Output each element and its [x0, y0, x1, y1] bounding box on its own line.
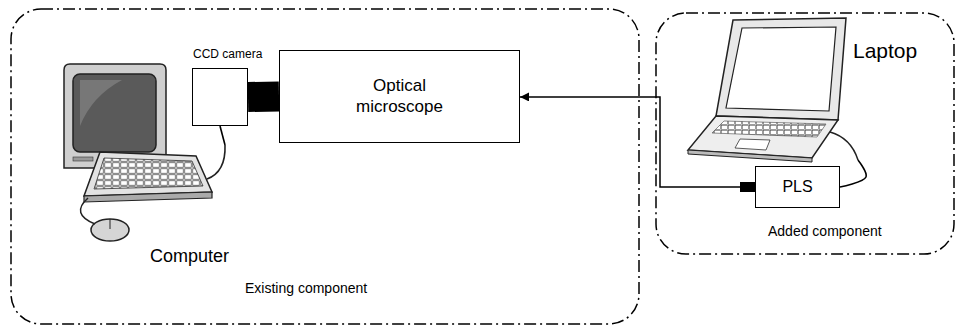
monitor-buttons — [73, 157, 93, 161]
node-label: CCD camera — [193, 47, 262, 61]
coupling-connector — [248, 82, 279, 113]
laptop-cable — [830, 132, 858, 160]
keyboard-front — [84, 192, 212, 202]
laptop-keys — [712, 121, 826, 137]
laptop-lid — [716, 18, 846, 120]
keyboard-keys — [94, 158, 203, 189]
mouse-cord — [80, 198, 95, 224]
laptop-front — [688, 150, 812, 162]
laptop-screen — [726, 27, 836, 111]
screen-glare — [80, 80, 122, 126]
camera-box: CCD camera — [192, 68, 248, 126]
monitor-screen — [73, 74, 156, 152]
laptop-node: Laptop — [685, 14, 930, 160]
cable-connector — [220, 126, 225, 145]
group-outline — [656, 13, 954, 254]
camera-cable — [207, 145, 225, 179]
laptop-touchpad — [735, 139, 770, 150]
group-region: Existing componentComputerCCD cameraOpti… — [10, 8, 640, 325]
node-label: Computer — [150, 246, 229, 268]
microscope-box: Optical microscope — [279, 50, 520, 143]
group-outline — [11, 9, 639, 324]
computer-node: Computer — [60, 145, 245, 270]
node-label: Added component — [768, 223, 882, 240]
node-label: Existing component — [245, 280, 367, 297]
node-label: Laptop — [853, 38, 917, 63]
keyboard-body — [84, 152, 212, 196]
laptop-icon — [688, 18, 858, 162]
group-region: Added component LaptopPLS — [655, 12, 955, 255]
pls-box: PLS — [755, 166, 840, 208]
cable-connector — [520, 97, 755, 187]
mouse-button-line — [110, 219, 111, 229]
node-label: PLS — [782, 177, 812, 196]
node-label: Optical microscope — [340, 76, 460, 117]
mouse — [91, 219, 129, 241]
cable-connector — [840, 160, 866, 187]
